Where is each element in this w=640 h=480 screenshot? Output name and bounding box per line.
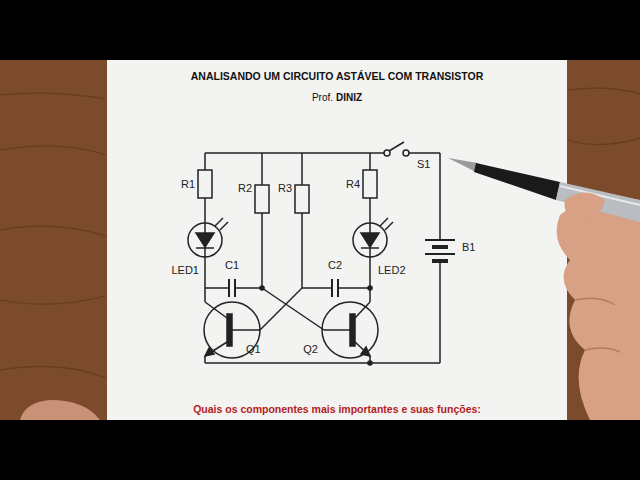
resistor-symbol — [198, 170, 377, 213]
circuit-wires — [205, 153, 440, 363]
component-label: C1 — [225, 259, 239, 271]
component-label: B1 — [462, 241, 475, 253]
component-label: LED1 — [171, 264, 199, 276]
wood-table — [0, 60, 640, 420]
component-label: LED2 — [378, 264, 406, 276]
led-symbol — [188, 218, 393, 257]
hand-with-pen — [20, 158, 640, 420]
author-line: Prof.DINIZ — [312, 92, 362, 103]
component-label: Q2 — [303, 343, 318, 355]
component-label: R1 — [181, 178, 195, 190]
component-label: R3 — [278, 182, 292, 194]
component-label: Q1 — [246, 343, 261, 355]
question-note: Quais os componentes mais importantes e … — [193, 404, 481, 416]
component-label: R4 — [346, 178, 360, 190]
author-prefix: Prof. — [312, 92, 333, 103]
author-name: DINIZ — [336, 92, 362, 103]
component-label: S1 — [417, 158, 430, 170]
component-label: C2 — [328, 259, 342, 271]
junction-dot — [259, 285, 373, 366]
page-title: ANALISANDO UM CIRCUITO ASTÁVEL COM TRANS… — [191, 71, 483, 83]
component-label: R2 — [238, 182, 252, 194]
switch-symbol — [384, 142, 409, 156]
battery-symbol — [425, 240, 455, 261]
transistor-symbol — [204, 302, 378, 358]
capacitor-symbol — [229, 279, 338, 297]
paper-sheet — [107, 60, 567, 420]
